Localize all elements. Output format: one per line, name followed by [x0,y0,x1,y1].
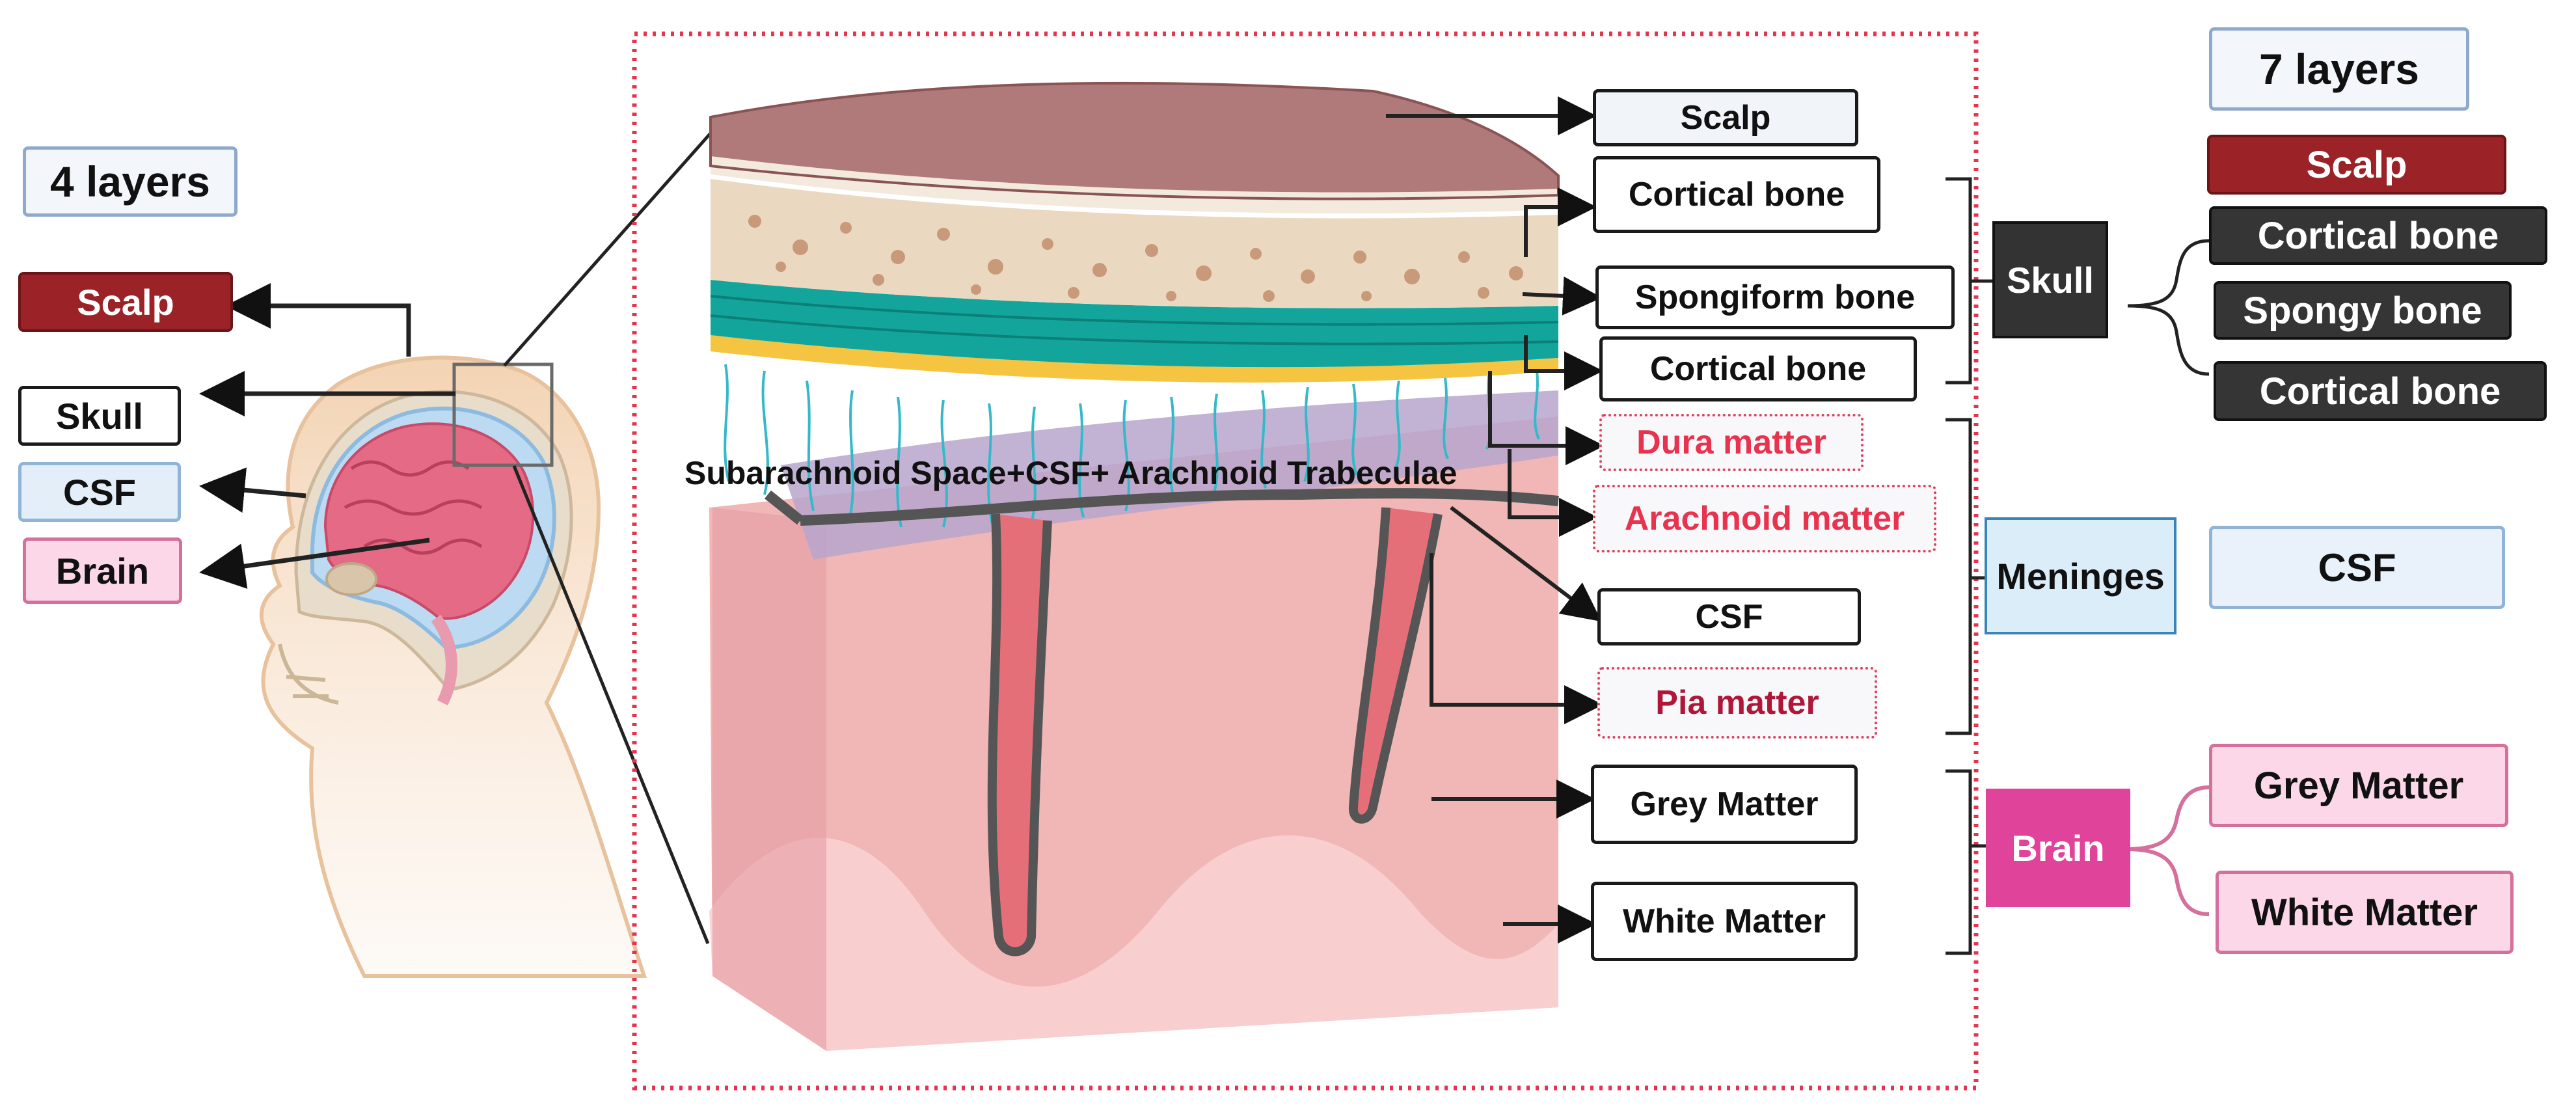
layer-label-cortical-top: Cortical bone [1593,156,1880,233]
layer-label-arachnoid: Arachnoid matter [1593,485,1936,552]
group-label-meninges: Meninges [1985,517,2176,634]
right-label-cortical-top: Cortical bone [2209,206,2547,265]
group-label-brain: Brain [1986,789,2130,907]
left-label-scalp: Scalp [18,272,233,332]
left-label-skull: Skull [18,386,181,446]
layer-label-spongiform: Spongiform bone [1595,265,1955,329]
right-label-cortical-bottom: Cortical bone [2214,361,2547,421]
eye-socket [325,562,377,596]
layer-label-pia: Pia matter [1597,667,1877,739]
layer-label-scalp: Scalp [1593,89,1858,146]
layer-label-white: White Matter [1591,882,1858,961]
layer-label-dura: Dura matter [1599,414,1864,471]
right-label-csf: CSF [2209,526,2505,609]
layer-label-cortical-bottom: Cortical bone [1599,336,1917,401]
right-label-scalp: Scalp [2207,135,2506,195]
zoom-frame [632,31,1979,1091]
subarachnoid-label: Subarachnoid Space+CSF+ Arachnoid Trabec… [685,455,1457,491]
left-title: 4 layers [23,146,237,217]
group-label-skull: Skull [1992,221,2108,338]
jaw-teeth [278,644,339,705]
zoom-box [452,362,554,467]
brainstem [431,614,457,706]
right-label-white: White Matter [2216,871,2514,954]
left-label-brain: Brain [23,537,182,604]
layer-label-csf: CSF [1597,588,1861,645]
left-label-csf: CSF [18,462,181,522]
cross-section [709,81,1560,1051]
brain-shape [323,422,535,620]
right-title: 7 layers [2209,27,2469,111]
right-label-spongy: Spongy bone [2214,281,2512,340]
right-label-grey: Grey Matter [2209,744,2508,827]
head-illustration [260,355,647,978]
layer-label-grey: Grey Matter [1591,765,1858,844]
